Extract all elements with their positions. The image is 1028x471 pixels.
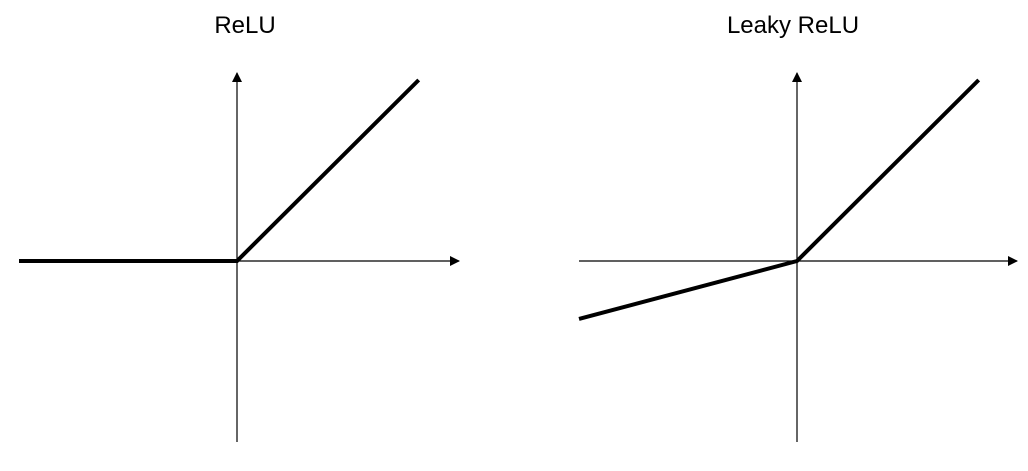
leaky-relu-chart-title: Leaky ReLU [726, 12, 860, 39]
relu-plot [19, 72, 460, 442]
leaky-relu-plot [578, 72, 1018, 442]
relu-series-line [19, 78, 421, 263]
relu-chart-title: ReLU [214, 12, 276, 39]
leaky-relu-series-line [578, 78, 981, 321]
